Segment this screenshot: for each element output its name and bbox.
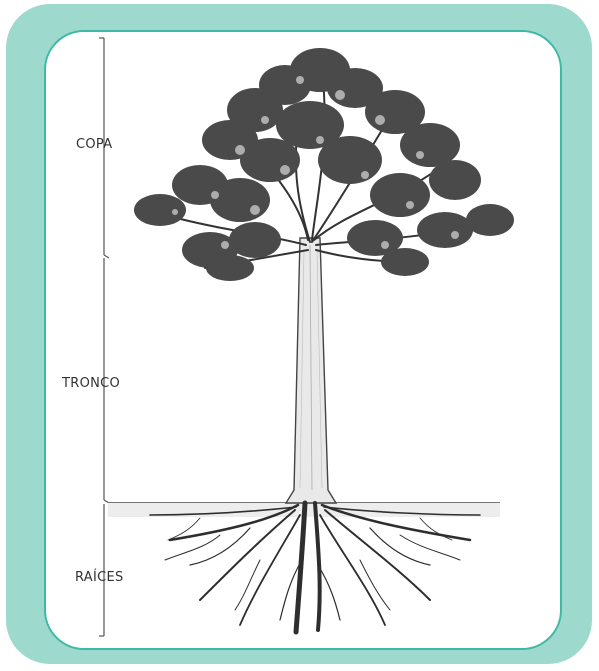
tree-crown-foliage (134, 48, 514, 281)
tree-roots (150, 503, 480, 632)
label-roots: RAÍCES (75, 570, 124, 585)
label-trunk: TRONCO (62, 376, 120, 391)
section-brackets (99, 38, 109, 636)
label-crown: COPA (76, 137, 112, 152)
